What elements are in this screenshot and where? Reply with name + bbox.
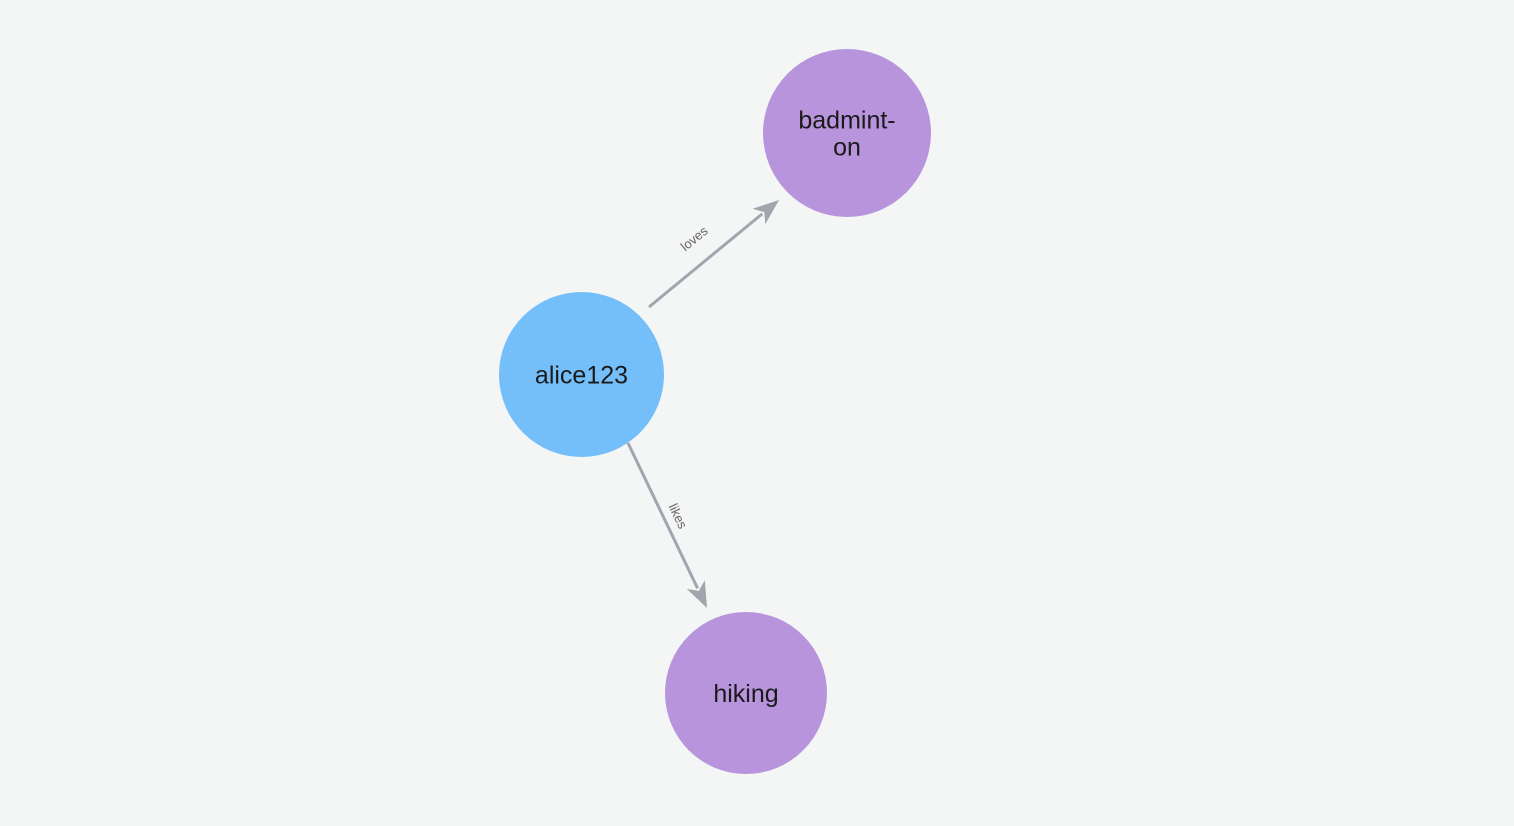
edge-line bbox=[626, 442, 699, 589]
graph-node-badminton[interactable]: badmint-on bbox=[763, 49, 931, 217]
graph-edge[interactable]: loves bbox=[648, 200, 779, 309]
edge-line bbox=[648, 212, 764, 309]
edge-label: loves bbox=[678, 223, 711, 254]
edge-arrowhead-icon bbox=[752, 200, 779, 225]
edge-arrowhead-icon bbox=[686, 580, 707, 608]
nodes-layer: alice123 badmint-on hiking bbox=[499, 49, 931, 774]
graph-node-hiking[interactable]: hiking bbox=[665, 612, 827, 774]
graph-node-alice123[interactable]: alice123 bbox=[499, 292, 664, 457]
node-circle[interactable] bbox=[665, 612, 827, 774]
node-circle[interactable] bbox=[499, 292, 664, 457]
graph-edge[interactable]: likes bbox=[626, 442, 707, 608]
node-circle[interactable] bbox=[763, 49, 931, 217]
